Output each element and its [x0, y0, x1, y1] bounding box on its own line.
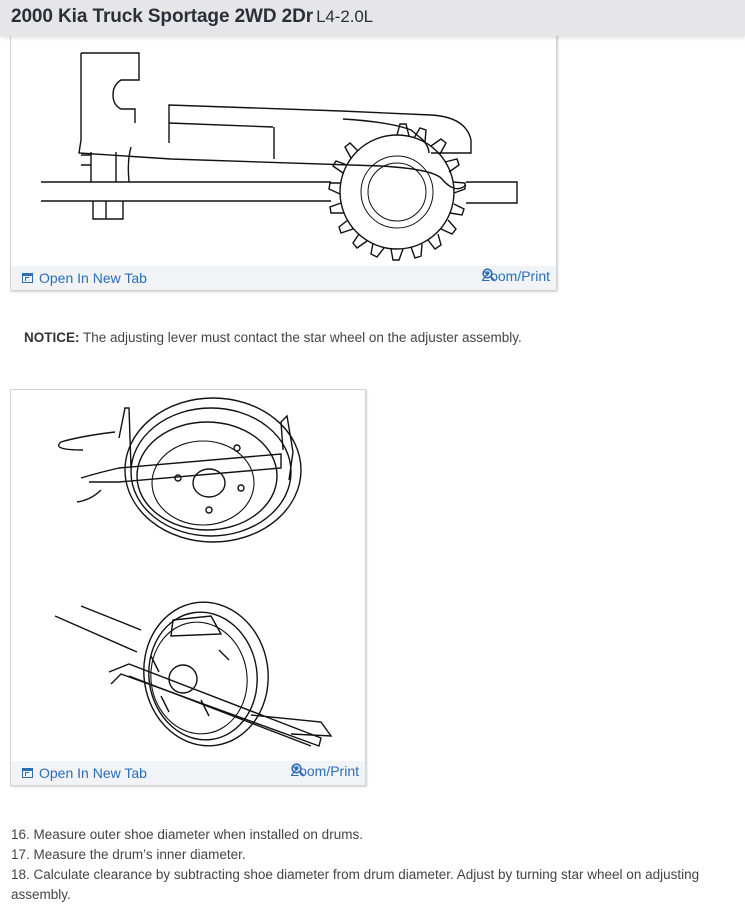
- open-in-new-tab-label: Open In New Tab: [39, 765, 147, 781]
- star-wheel-diagram: [41, 52, 518, 261]
- zoom-print-label: Zoom/Print: [290, 763, 359, 779]
- open-in-new-tab-label: Open In New Tab: [39, 270, 147, 286]
- vehicle-name: 2000 Kia Truck Sportage 2WD 2Dr: [11, 6, 314, 27]
- notice-text: NOTICE: The adjusting lever must contact…: [24, 330, 522, 345]
- notice-label: NOTICE:: [24, 330, 80, 345]
- figure-drum-measurement: Open In New Tab Zoom/Print: [10, 389, 366, 786]
- step-17: 17. Measure the drum’s inner diameter.: [11, 847, 246, 862]
- figure-footer: Open In New Tab Zoom/Print: [11, 761, 365, 785]
- step-18: 18. Calculate clearance by subtracting s…: [11, 867, 700, 902]
- zoom-in-icon: [290, 763, 305, 777]
- open-new-tab-icon: [22, 273, 33, 283]
- open-in-new-tab-link[interactable]: Open In New Tab: [22, 765, 147, 781]
- zoom-in-icon: [481, 268, 496, 282]
- zoom-print-link[interactable]: Zoom/Print: [291, 763, 359, 779]
- step-16: 16. Measure outer shoe diameter when ins…: [11, 827, 363, 842]
- engine-spec: L4-2.0L: [316, 7, 374, 26]
- zoom-print-link[interactable]: Zoom/Print: [482, 268, 550, 284]
- drum-measurement-diagram: [54, 397, 333, 747]
- open-new-tab-icon: [22, 768, 33, 778]
- procedure-steps: 16. Measure outer shoe diameter when ins…: [11, 825, 739, 905]
- zoom-print-label: Zoom/Print: [481, 268, 550, 284]
- open-in-new-tab-link[interactable]: Open In New Tab: [22, 270, 147, 286]
- figure-footer: Open In New Tab Zoom/Print: [11, 266, 556, 290]
- notice-body: The adjusting lever must contact the sta…: [79, 330, 522, 345]
- figure-star-wheel: Open In New Tab Zoom/Print: [10, 34, 557, 291]
